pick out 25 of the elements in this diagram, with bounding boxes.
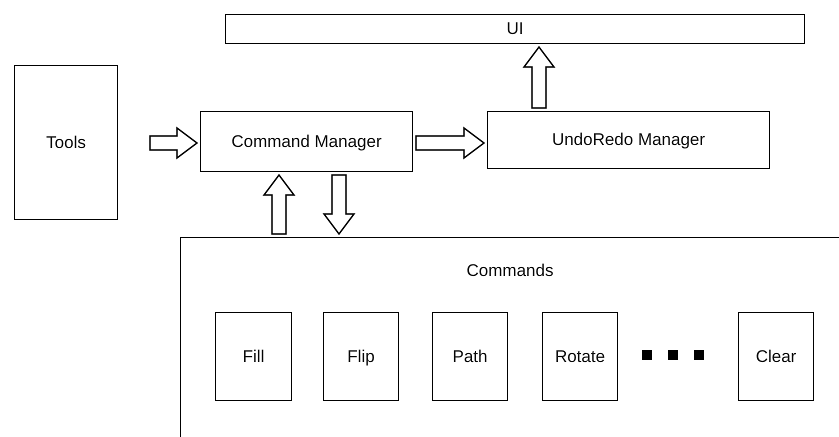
node-label: UndoRedo Manager xyxy=(552,129,706,151)
process-box xyxy=(215,312,292,401)
node-label: Commands xyxy=(466,260,554,282)
process-box xyxy=(200,111,413,172)
node-label: Clear xyxy=(756,346,796,368)
process-box xyxy=(14,65,118,220)
node-label: Flip xyxy=(347,346,375,368)
block-arrow xyxy=(262,174,296,235)
node-label: Tools xyxy=(46,132,86,154)
process-box xyxy=(225,14,805,44)
process-box xyxy=(323,312,399,401)
process-box xyxy=(542,312,618,401)
process-box xyxy=(432,312,508,401)
node-label: Path xyxy=(452,346,488,368)
block-arrow xyxy=(415,126,486,160)
node-label: UI xyxy=(506,18,524,40)
container-box xyxy=(180,237,839,437)
block-arrow xyxy=(522,46,556,109)
process-box xyxy=(487,111,770,169)
process-box xyxy=(738,312,814,401)
node-label: Rotate xyxy=(554,346,606,368)
node-label: Command Manager xyxy=(231,130,382,152)
block-arrow xyxy=(149,126,198,160)
block-arrow xyxy=(322,174,356,236)
node-label: Fill xyxy=(242,346,264,368)
